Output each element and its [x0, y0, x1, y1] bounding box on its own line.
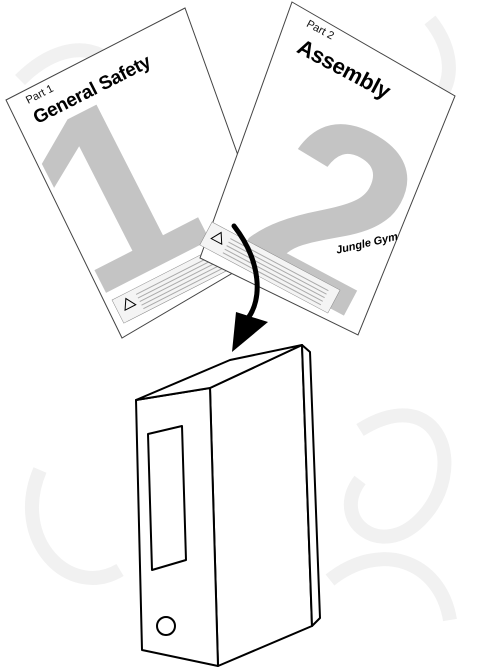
binder-icon [136, 345, 320, 666]
binder-finger-hole [157, 617, 175, 635]
binder-label-slot [148, 426, 186, 570]
